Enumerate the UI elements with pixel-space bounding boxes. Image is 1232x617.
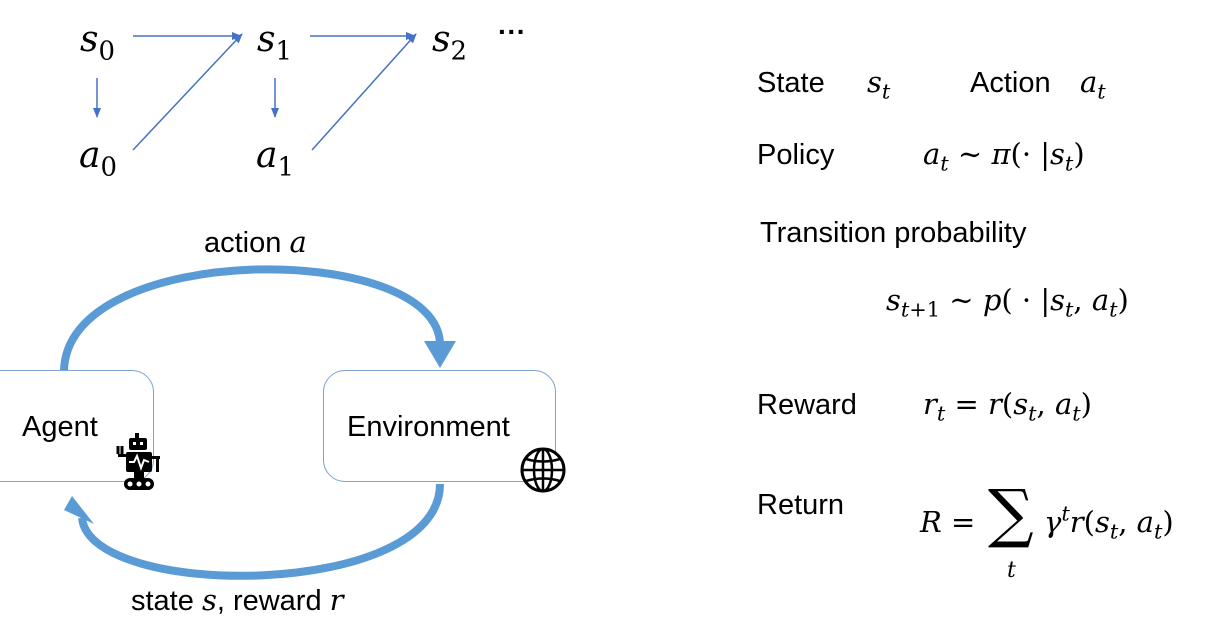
environment-label: Environment [347,411,510,443]
reward-label: Reward [757,389,857,421]
arrow-a0-s1 [132,33,243,151]
state-node-s1: s1 [257,19,292,67]
action-node-a1: a1 [256,135,294,183]
policy-formula: at ∼ π(· |st) [923,137,1085,176]
environment-box [323,370,556,482]
state-symbol: st [867,65,891,104]
trajectory-ellipsis: ··· [498,16,526,47]
feedback-loop-arrowhead [64,496,94,524]
sum-symbol: ∑ [988,477,1034,551]
action-loop-arrowhead [424,341,456,368]
policy-label: Policy [757,139,835,171]
action-loop-label: action a [204,225,307,259]
return-formula-rhs: γtr(st, at) [1044,501,1174,544]
state-label: State [757,67,825,99]
action-loop-arrow [60,265,444,373]
action-symbol: at [1080,65,1106,104]
sum-index: t [1007,558,1016,583]
robot-icon [116,432,164,496]
return-formula-lhs: R = [920,505,976,539]
reward-formula: rt = r(st, at) [923,387,1092,426]
agent-label: Agent [22,411,98,443]
transition-formula: st+1 ∼ p( · |st, at) [886,283,1129,322]
transition-label: Transition probability [760,217,1027,249]
state-node-s0: s0 [80,19,115,67]
globe-icon [519,446,567,498]
return-label: Return [757,489,845,521]
feedback-loop-label: state s, reward r [131,583,344,617]
feedback-loop-arrow [78,483,444,580]
action-node-a0: a0 [79,135,117,183]
state-node-s2: s2 [432,19,467,67]
arrow-a1-s2 [311,33,417,151]
action-label: Action [970,67,1051,99]
